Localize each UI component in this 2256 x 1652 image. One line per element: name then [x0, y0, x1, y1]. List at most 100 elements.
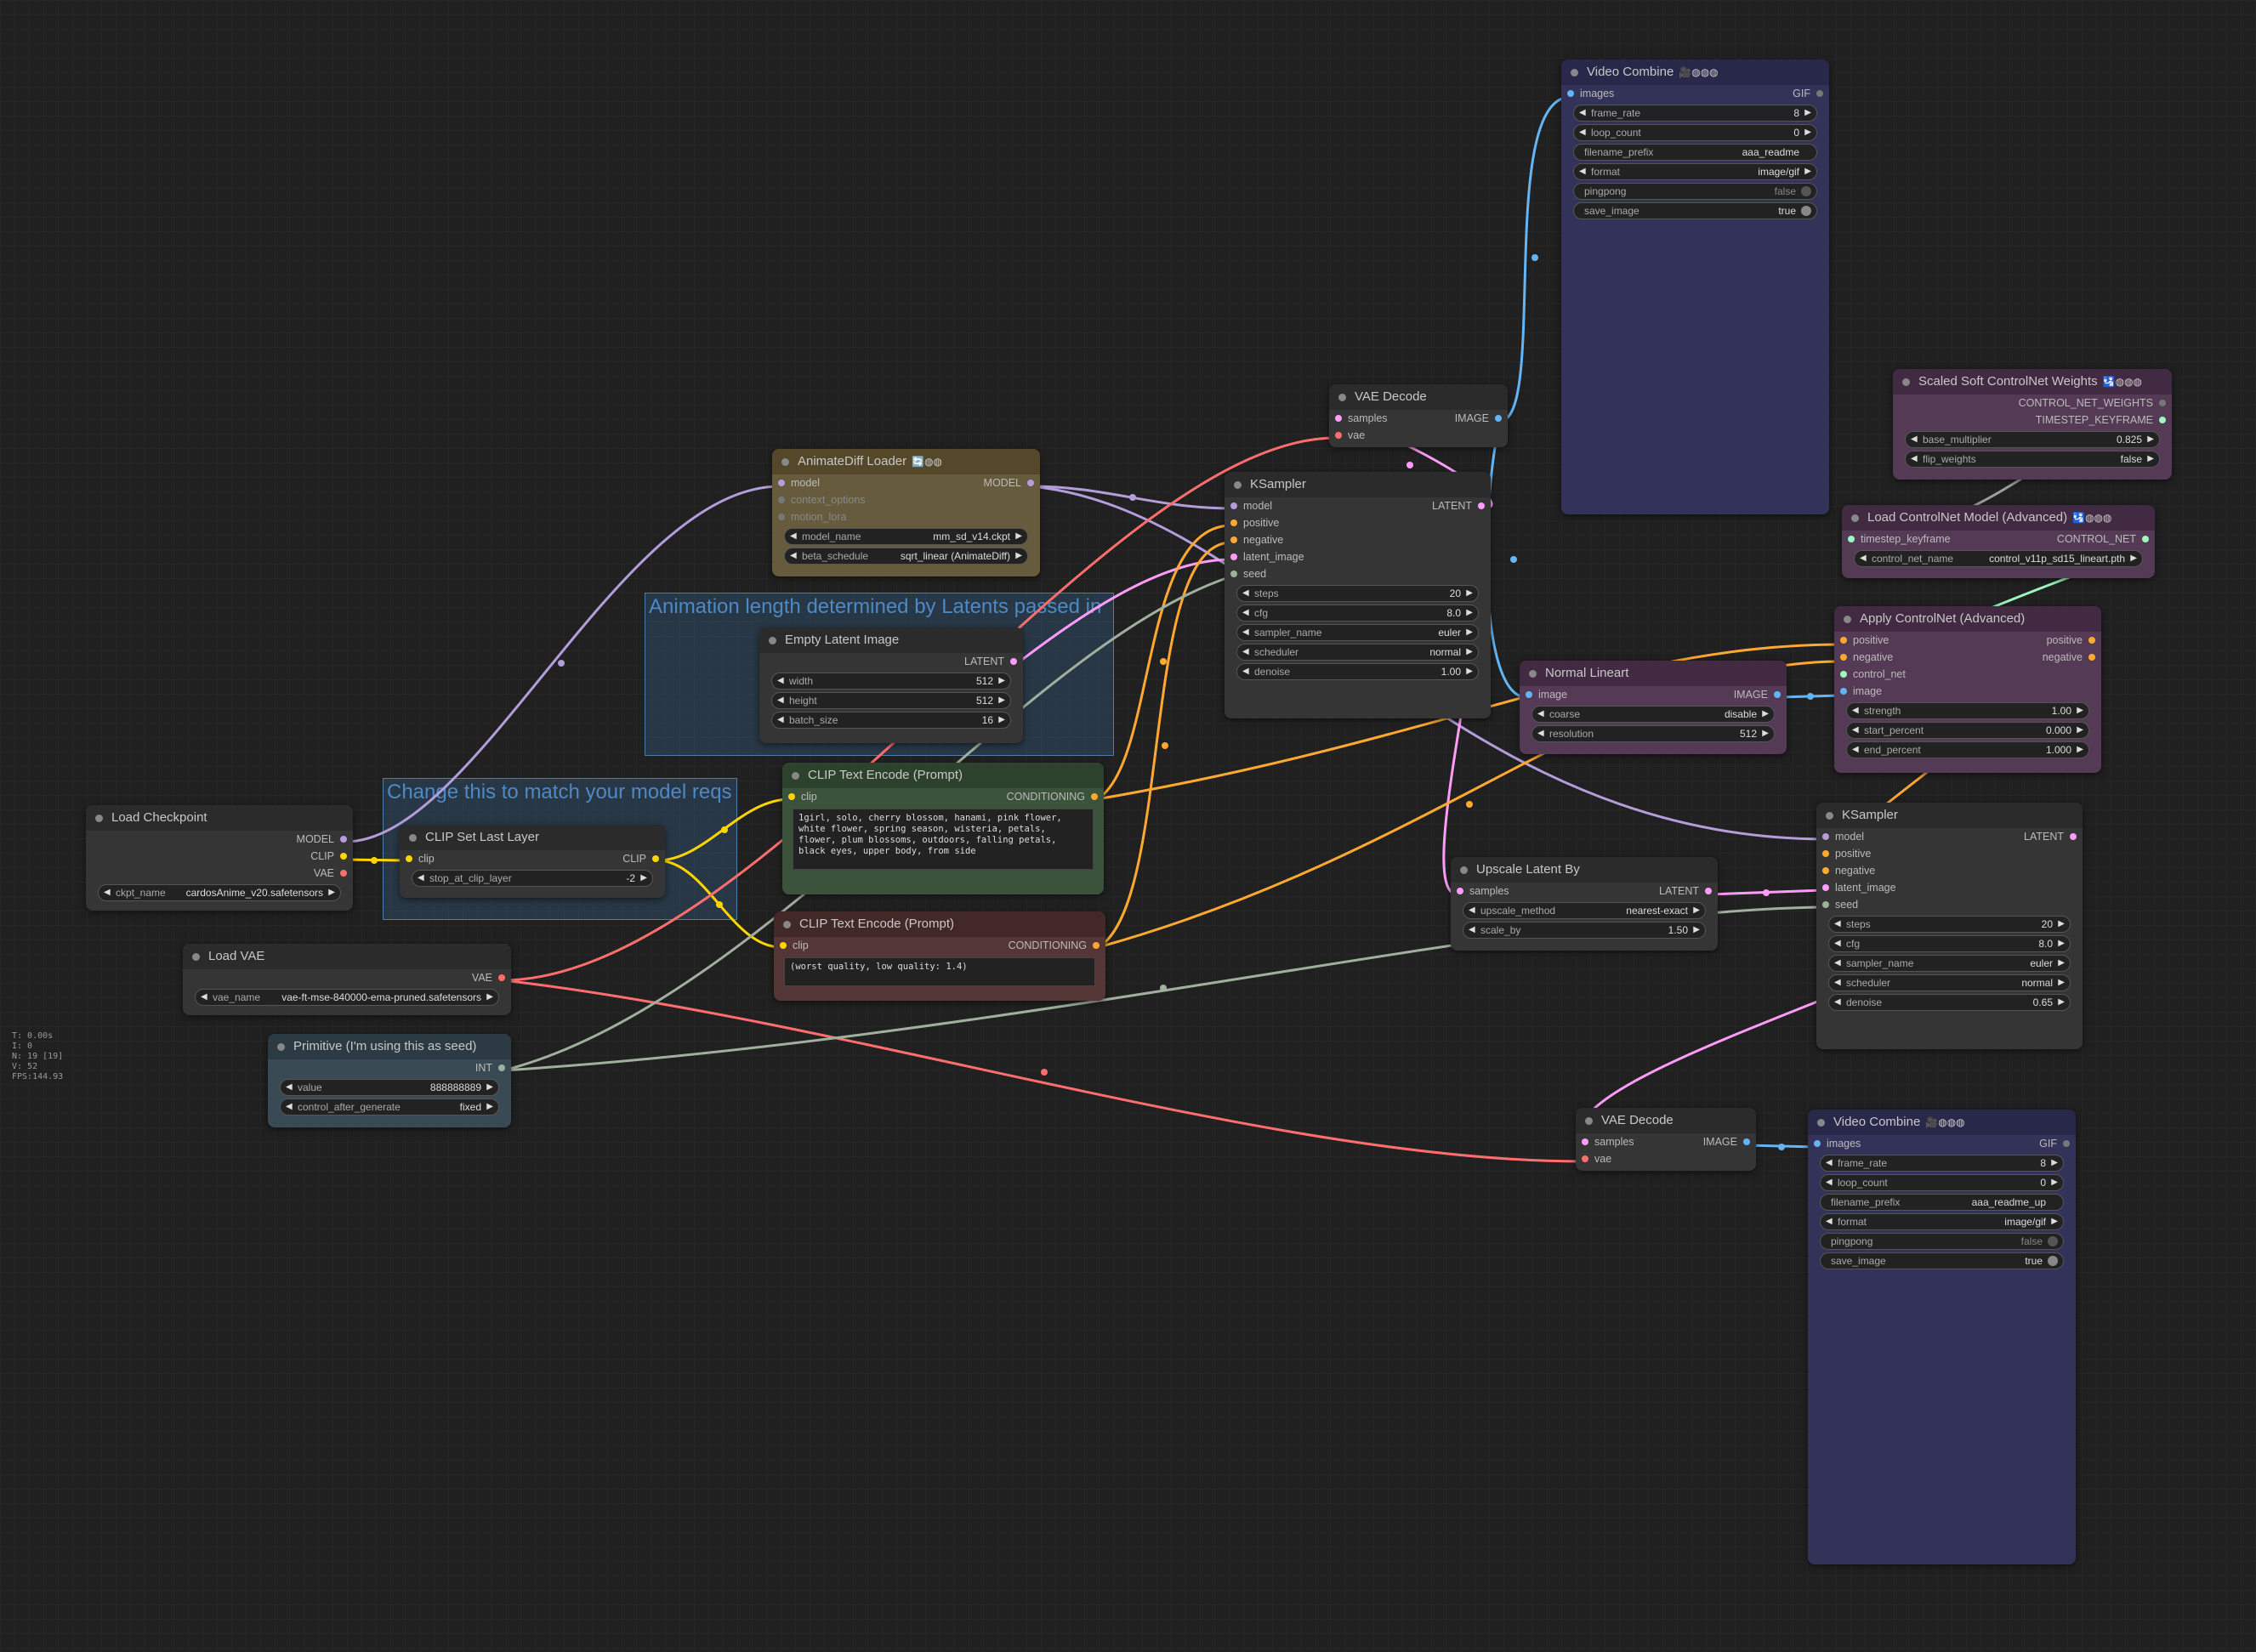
node-load-controlnet-advanced[interactable]: Load ControlNet Model (Advanced)🛂◍◍◍ tim…	[1842, 505, 2155, 578]
slot-dot[interactable]	[498, 974, 505, 981]
slot-dot[interactable]	[340, 853, 347, 860]
toggle-on-icon[interactable]	[1801, 206, 1811, 216]
output-control-net-weights[interactable]: CONTROL_NET_WEIGHTS	[1893, 395, 2172, 412]
toggle-on-icon[interactable]	[2048, 1256, 2058, 1266]
arrow-right-icon[interactable]: ▶	[2058, 978, 2065, 987]
collapse-dot[interactable]	[1529, 670, 1537, 678]
arrow-left-icon[interactable]: ◀	[1537, 709, 1544, 718]
arrow-left-icon[interactable]: ◀	[418, 873, 424, 883]
node-header[interactable]: Load Checkpoint	[86, 805, 353, 831]
arrow-right-icon[interactable]: ▶	[2051, 1178, 2058, 1187]
arrow-right-icon[interactable]: ▶	[2051, 1158, 2058, 1167]
collapse-dot[interactable]	[1817, 1119, 1825, 1127]
arrow-right-icon[interactable]: ▶	[998, 715, 1005, 724]
slot-dot[interactable]	[2088, 654, 2095, 661]
node-header[interactable]: Upscale Latent By	[1451, 857, 1718, 883]
arrow-left-icon[interactable]: ◀	[1469, 925, 1475, 934]
collapse-dot[interactable]	[192, 953, 200, 961]
collapse-dot[interactable]	[1460, 866, 1468, 874]
slot-dot[interactable]	[1478, 502, 1485, 509]
slot-dot[interactable]	[778, 480, 785, 486]
arrow-right-icon[interactable]: ▶	[2077, 725, 2083, 735]
collapse-dot[interactable]	[781, 458, 789, 466]
slot-dot[interactable]	[1335, 415, 1342, 422]
collapse-dot[interactable]	[1826, 812, 1833, 820]
slot-dot[interactable]	[1230, 554, 1237, 560]
slot-dot[interactable]	[1582, 1138, 1588, 1145]
arrow-left-icon[interactable]: ◀	[1834, 939, 1841, 948]
node-header[interactable]: Apply ControlNet (Advanced)	[1834, 606, 2101, 632]
arrow-right-icon[interactable]: ▶	[998, 676, 1005, 685]
slot-dot[interactable]	[1567, 90, 1574, 97]
slot-dot[interactable]	[1840, 688, 1847, 695]
node-header[interactable]: CLIP Text Encode (Prompt)	[774, 911, 1105, 937]
slot-dot[interactable]	[340, 870, 347, 877]
slot-dot[interactable]	[1816, 90, 1823, 97]
arrow-left-icon[interactable]: ◀	[1852, 745, 1859, 754]
arrow-right-icon[interactable]: ▶	[640, 873, 647, 883]
slot-dot[interactable]	[1230, 536, 1237, 543]
slot-dot[interactable]	[2088, 637, 2095, 644]
node-header[interactable]: CLIP Set Last Layer	[400, 825, 665, 850]
arrow-right-icon[interactable]: ▶	[486, 1082, 493, 1092]
arrow-left-icon[interactable]: ◀	[1579, 128, 1586, 137]
slot-dot[interactable]	[1091, 793, 1098, 800]
arrow-right-icon[interactable]: ▶	[998, 695, 1005, 705]
input-positive[interactable]: positive	[1225, 514, 1491, 531]
arrow-right-icon[interactable]: ▶	[486, 1102, 493, 1111]
input-seed[interactable]: seed	[1225, 565, 1491, 582]
node-header[interactable]: Video Combine🎥◍◍◍	[1561, 60, 1829, 85]
arrow-left-icon[interactable]: ◀	[286, 1082, 293, 1092]
arrow-left-icon[interactable]: ◀	[286, 1102, 293, 1111]
input-seed[interactable]: seed	[1816, 896, 2083, 913]
output-vae[interactable]: VAE	[86, 865, 353, 882]
node-header[interactable]: Scaled Soft ControlNet Weights🛂◍◍◍	[1893, 369, 2172, 395]
widget-stop-at-clip-layer[interactable]: ◀stop_at_clip_layer-2▶	[412, 870, 653, 887]
arrow-left-icon[interactable]: ◀	[1537, 729, 1544, 738]
slot-dot[interactable]	[1743, 1138, 1750, 1145]
slot-dot[interactable]	[1230, 571, 1237, 577]
slot-dot[interactable]	[1840, 654, 1847, 661]
slot-dot[interactable]	[1840, 637, 1847, 644]
input-context-options[interactable]: context_options	[772, 491, 1040, 508]
collapse-dot[interactable]	[783, 921, 791, 928]
input-vae[interactable]: vae	[1329, 427, 1508, 444]
collapse-dot[interactable]	[1234, 481, 1242, 489]
arrow-left-icon[interactable]: ◀	[777, 676, 784, 685]
arrow-left-icon[interactable]: ◀	[1579, 167, 1586, 176]
arrow-right-icon[interactable]: ▶	[486, 992, 493, 1002]
arrow-right-icon[interactable]: ▶	[1466, 667, 1473, 676]
collapse-dot[interactable]	[792, 772, 799, 780]
node-load-checkpoint[interactable]: Load Checkpoint MODEL CLIP VAE ◀ckpt_nam…	[86, 805, 353, 911]
node-header[interactable]: Video Combine🎥◍◍◍	[1808, 1110, 2076, 1135]
slot-dot[interactable]	[778, 497, 785, 503]
node-header[interactable]: Empty Latent Image	[759, 627, 1023, 653]
slot-dot[interactable]	[2142, 536, 2149, 542]
slot-dot[interactable]	[1495, 415, 1502, 422]
arrow-left-icon[interactable]: ◀	[1826, 1158, 1833, 1167]
collapse-dot[interactable]	[769, 637, 776, 644]
collapse-dot[interactable]	[409, 834, 417, 842]
arrow-right-icon[interactable]: ▶	[2058, 919, 2065, 928]
slot-dot[interactable]	[1457, 888, 1463, 894]
